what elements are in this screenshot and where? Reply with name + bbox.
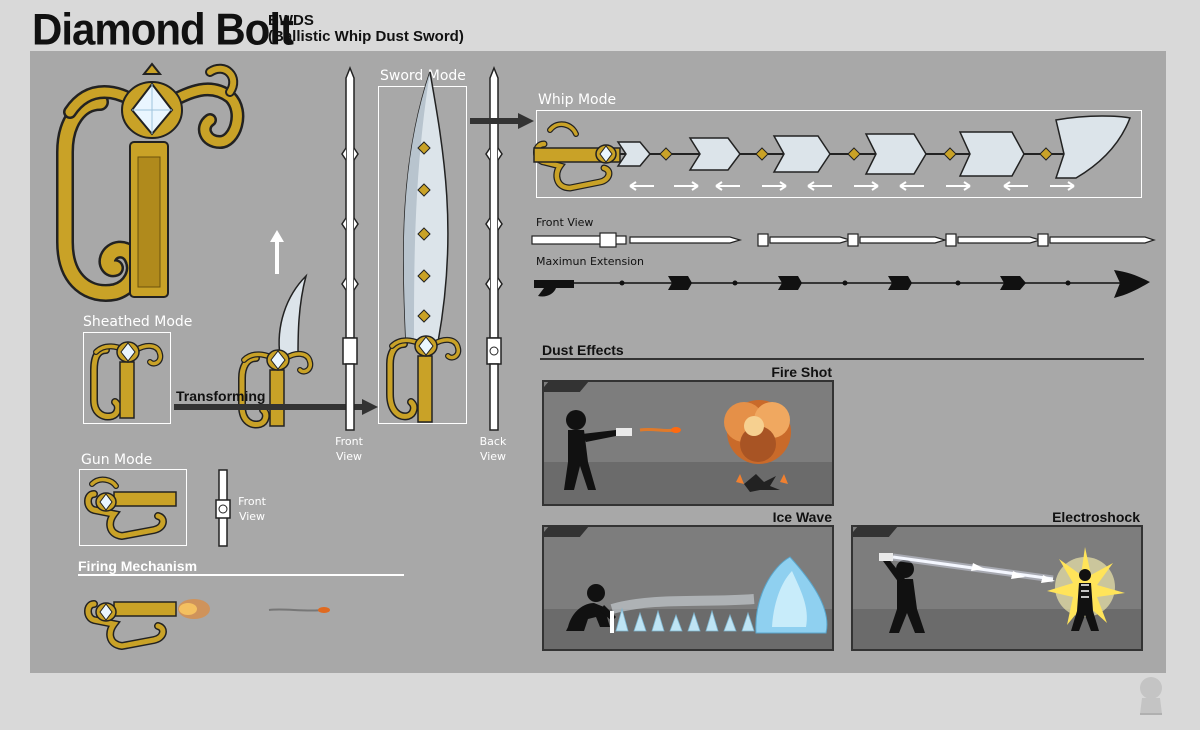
gun-front-view-label: Front View xyxy=(238,495,266,523)
sword-mode-illustration xyxy=(386,71,462,423)
weapon-full-name: (Ballistic Whip Dust Sword) xyxy=(268,28,464,45)
whip-front-view-illustration xyxy=(531,232,1156,248)
gun-mode-label: Gun Mode xyxy=(81,452,153,468)
transform-arrow-up-icon xyxy=(270,230,284,274)
sheathed-mode-label: Sheathed Mode xyxy=(83,314,193,330)
dust-effects-rule xyxy=(540,358,1144,360)
whip-front-view-label: Front View xyxy=(536,216,594,229)
fire-shot-scene xyxy=(564,400,791,492)
electroshock-panel xyxy=(851,525,1143,651)
dust-effects-heading: Dust Effects xyxy=(542,342,624,358)
firing-mechanism-heading: Firing Mechanism xyxy=(78,558,198,574)
firing-mechanism-illustration xyxy=(84,599,330,651)
gun-mode-frame xyxy=(79,469,187,546)
ice-wave-scene xyxy=(566,556,828,634)
ice-wave-panel xyxy=(542,525,834,651)
sheathed-mode-frame xyxy=(83,332,171,424)
sword-back-view-label: Back View xyxy=(479,435,507,463)
sword-to-whip-arrow-icon xyxy=(470,113,534,129)
gun-front-view-illustration xyxy=(215,469,231,547)
sword-back-view-illustration xyxy=(485,65,503,431)
gun-mode-illustration xyxy=(84,476,177,541)
whip-mode-illustration xyxy=(533,115,1132,192)
sword-front-view-illustration xyxy=(341,65,359,431)
weapon-code: BWDS xyxy=(268,12,314,29)
sword-mode-label: Sword Mode xyxy=(380,68,466,84)
page-title: Diamond Bolt xyxy=(32,4,294,55)
hilt-closeup-illustration xyxy=(56,62,245,302)
fire-shot-title: Fire Shot xyxy=(771,364,832,380)
sword-front-view-label: Front View xyxy=(335,435,363,463)
transforming-label: Transforming xyxy=(176,388,266,404)
artist-logo-icon xyxy=(1140,677,1162,715)
sheathed-hilt-illustration xyxy=(90,341,164,421)
whip-mode-label: Whip Mode xyxy=(538,92,617,108)
transforming-hilt-illustration xyxy=(238,273,314,429)
electroshock-scene xyxy=(879,547,1125,633)
max-extension-illustration xyxy=(534,270,1150,298)
electroshock-title: Electroshock xyxy=(1052,509,1140,525)
ice-wave-title: Ice Wave xyxy=(772,509,832,525)
transform-arrow-right-icon xyxy=(174,399,378,415)
sword-mode-frame xyxy=(378,86,467,424)
firing-mechanism-rule xyxy=(78,574,404,576)
fire-shot-panel xyxy=(542,380,834,506)
max-extension-label: Maximun Extension xyxy=(536,255,644,268)
